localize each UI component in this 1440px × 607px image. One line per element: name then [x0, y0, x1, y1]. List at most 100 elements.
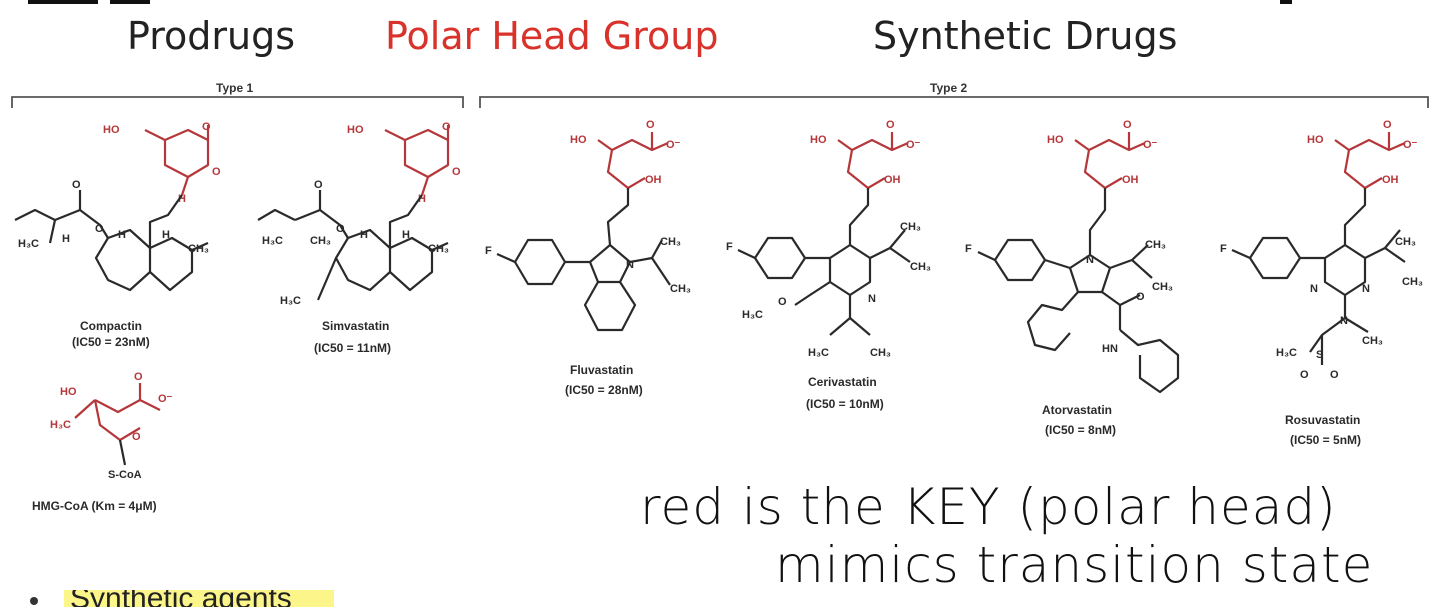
svg-text:H₃C: H₃C — [262, 235, 283, 247]
svg-text:CH₃: CH₃ — [910, 261, 931, 273]
svg-text:H₃C: H₃C — [280, 295, 301, 307]
svg-text:O: O — [132, 431, 141, 443]
simvastatin-name: Simvastatin — [322, 319, 389, 333]
svg-text:O⁻: O⁻ — [906, 139, 921, 151]
svg-text:O: O — [1330, 369, 1339, 381]
fluvastatin-name: Fluvastatin — [570, 363, 633, 377]
cropped-title-fragment — [0, 0, 1440, 6]
compactin-name: Compactin — [80, 319, 142, 333]
svg-text:CH₃: CH₃ — [1145, 239, 1166, 251]
bracket-type1-label: Type 1 — [216, 81, 253, 95]
svg-text:O: O — [886, 119, 895, 131]
svg-text:O⁻: O⁻ — [666, 139, 681, 151]
compactin-structure: HO O O H O O H H CH₃ H₃C H Compactin (IC… — [14, 121, 221, 349]
svg-text:H₃C: H₃C — [50, 419, 71, 431]
cerivastatin-ic50: (IC50 = 10nM) — [806, 397, 884, 411]
bullet-dot — [30, 597, 38, 605]
svg-text:O: O — [1123, 119, 1132, 131]
svg-text:CH₃: CH₃ — [670, 283, 691, 295]
svg-text:F: F — [1220, 243, 1227, 255]
compactin-ic50: (IC50 = 23nM) — [72, 335, 150, 349]
svg-text:O: O — [72, 179, 81, 191]
header-polar-head-group: Polar Head Group — [385, 14, 719, 58]
svg-text:O: O — [95, 223, 104, 235]
header-synthetic-drugs: Synthetic Drugs — [873, 14, 1178, 58]
svg-text:O: O — [212, 166, 221, 178]
svg-text:OH: OH — [1122, 174, 1139, 186]
svg-text:O: O — [202, 121, 211, 133]
handwritten-note-line2: mimics transition state — [775, 536, 1374, 594]
svg-text:O: O — [452, 166, 461, 178]
fluvastatin-structure: HO O O⁻ OH F N CH₃ CH₃ Fluvastatin (IC50… — [485, 119, 691, 397]
svg-text:CH₃: CH₃ — [900, 221, 921, 233]
hmg-coa-name: HMG-CoA (Km = 4μM) — [32, 499, 157, 513]
svg-text:HO: HO — [810, 134, 827, 146]
svg-text:CH₃: CH₃ — [188, 243, 209, 255]
svg-text:O: O — [134, 371, 143, 383]
atorvastatin-name: Atorvastatin — [1042, 403, 1112, 417]
hmg-coa-structure: HO O O⁻ H₃C O S-CoA HMG-CoA (Km = 4μM) — [32, 371, 173, 513]
svg-text:O: O — [314, 179, 323, 191]
svg-text:OH: OH — [1382, 174, 1399, 186]
rosuvastatin-name: Rosuvastatin — [1285, 413, 1360, 427]
svg-text:O: O — [442, 121, 451, 133]
bullet-text: Synthetic agents — [70, 590, 292, 607]
atorvastatin-ic50: (IC50 = 8nM) — [1045, 423, 1116, 437]
svg-text:H: H — [62, 233, 70, 245]
svg-text:O: O — [646, 119, 655, 131]
svg-text:O: O — [1383, 119, 1392, 131]
handwritten-note-line1: red is the KEY (polar head) — [640, 478, 1337, 536]
svg-text:CH₃: CH₃ — [1152, 281, 1173, 293]
svg-text:HN: HN — [1102, 343, 1118, 355]
svg-text:N: N — [1362, 283, 1370, 295]
rosuvastatin-ic50: (IC50 = 5nM) — [1290, 433, 1361, 447]
svg-text:HO: HO — [570, 134, 587, 146]
svg-text:H: H — [402, 229, 410, 241]
svg-text:CH₃: CH₃ — [1402, 276, 1423, 288]
svg-text:N: N — [868, 293, 876, 305]
svg-text:HO: HO — [347, 124, 364, 136]
header-prodrugs: Prodrugs — [127, 14, 296, 58]
svg-text:CH₃: CH₃ — [1395, 236, 1416, 248]
svg-text:OH: OH — [884, 174, 901, 186]
svg-text:H: H — [118, 229, 126, 241]
cerivastatin-name: Cerivastatin — [808, 375, 877, 389]
svg-text:H: H — [178, 193, 186, 205]
highlighted-bullet: Synthetic agents — [64, 590, 334, 607]
bracket-type1: Type 1 — [11, 81, 464, 108]
svg-text:F: F — [965, 243, 972, 255]
svg-text:O: O — [1300, 369, 1309, 381]
rosuvastatin-structure: HO O O⁻ OH F N N CH₃ CH₃ N CH₃ H₃C S O O… — [1220, 119, 1423, 447]
svg-text:HO: HO — [1047, 134, 1064, 146]
svg-text:H₃C: H₃C — [18, 238, 39, 250]
svg-text:S: S — [1316, 349, 1323, 361]
svg-text:N: N — [626, 259, 634, 271]
svg-text:S-CoA: S-CoA — [108, 469, 142, 481]
atorvastatin-structure: HO O O⁻ OH F N CH₃ CH₃ O HN Atorvastatin… — [965, 119, 1180, 437]
svg-text:H₃C: H₃C — [742, 309, 763, 321]
svg-text:H: H — [360, 229, 368, 241]
simvastatin-ic50: (IC50 = 11nM) — [314, 341, 391, 355]
svg-text:HO: HO — [60, 386, 77, 398]
svg-text:F: F — [726, 241, 733, 253]
svg-text:HO: HO — [103, 124, 120, 136]
svg-text:CH₃: CH₃ — [1362, 335, 1383, 347]
svg-text:H₃C: H₃C — [1276, 347, 1297, 359]
svg-text:HO: HO — [1307, 134, 1324, 146]
bracket-type2: Type 2 — [479, 81, 1429, 108]
svg-text:H: H — [162, 229, 170, 241]
svg-text:CH₃: CH₃ — [660, 236, 681, 248]
svg-text:O: O — [336, 223, 345, 235]
svg-text:H₃C: H₃C — [808, 347, 829, 359]
svg-text:O: O — [1136, 291, 1145, 303]
cerivastatin-structure: HO O O⁻ OH F N CH₃ CH₃ H₃C O H₃C CH₃ Cer… — [726, 119, 931, 411]
svg-text:O: O — [778, 296, 787, 308]
svg-text:O⁻: O⁻ — [1143, 139, 1158, 151]
fluvastatin-ic50: (IC50 = 28nM) — [565, 383, 643, 397]
svg-text:N: N — [1310, 283, 1318, 295]
svg-text:CH₃: CH₃ — [428, 243, 449, 255]
bracket-type2-label: Type 2 — [930, 81, 967, 95]
svg-text:CH₃: CH₃ — [310, 235, 331, 247]
svg-text:F: F — [485, 245, 492, 257]
